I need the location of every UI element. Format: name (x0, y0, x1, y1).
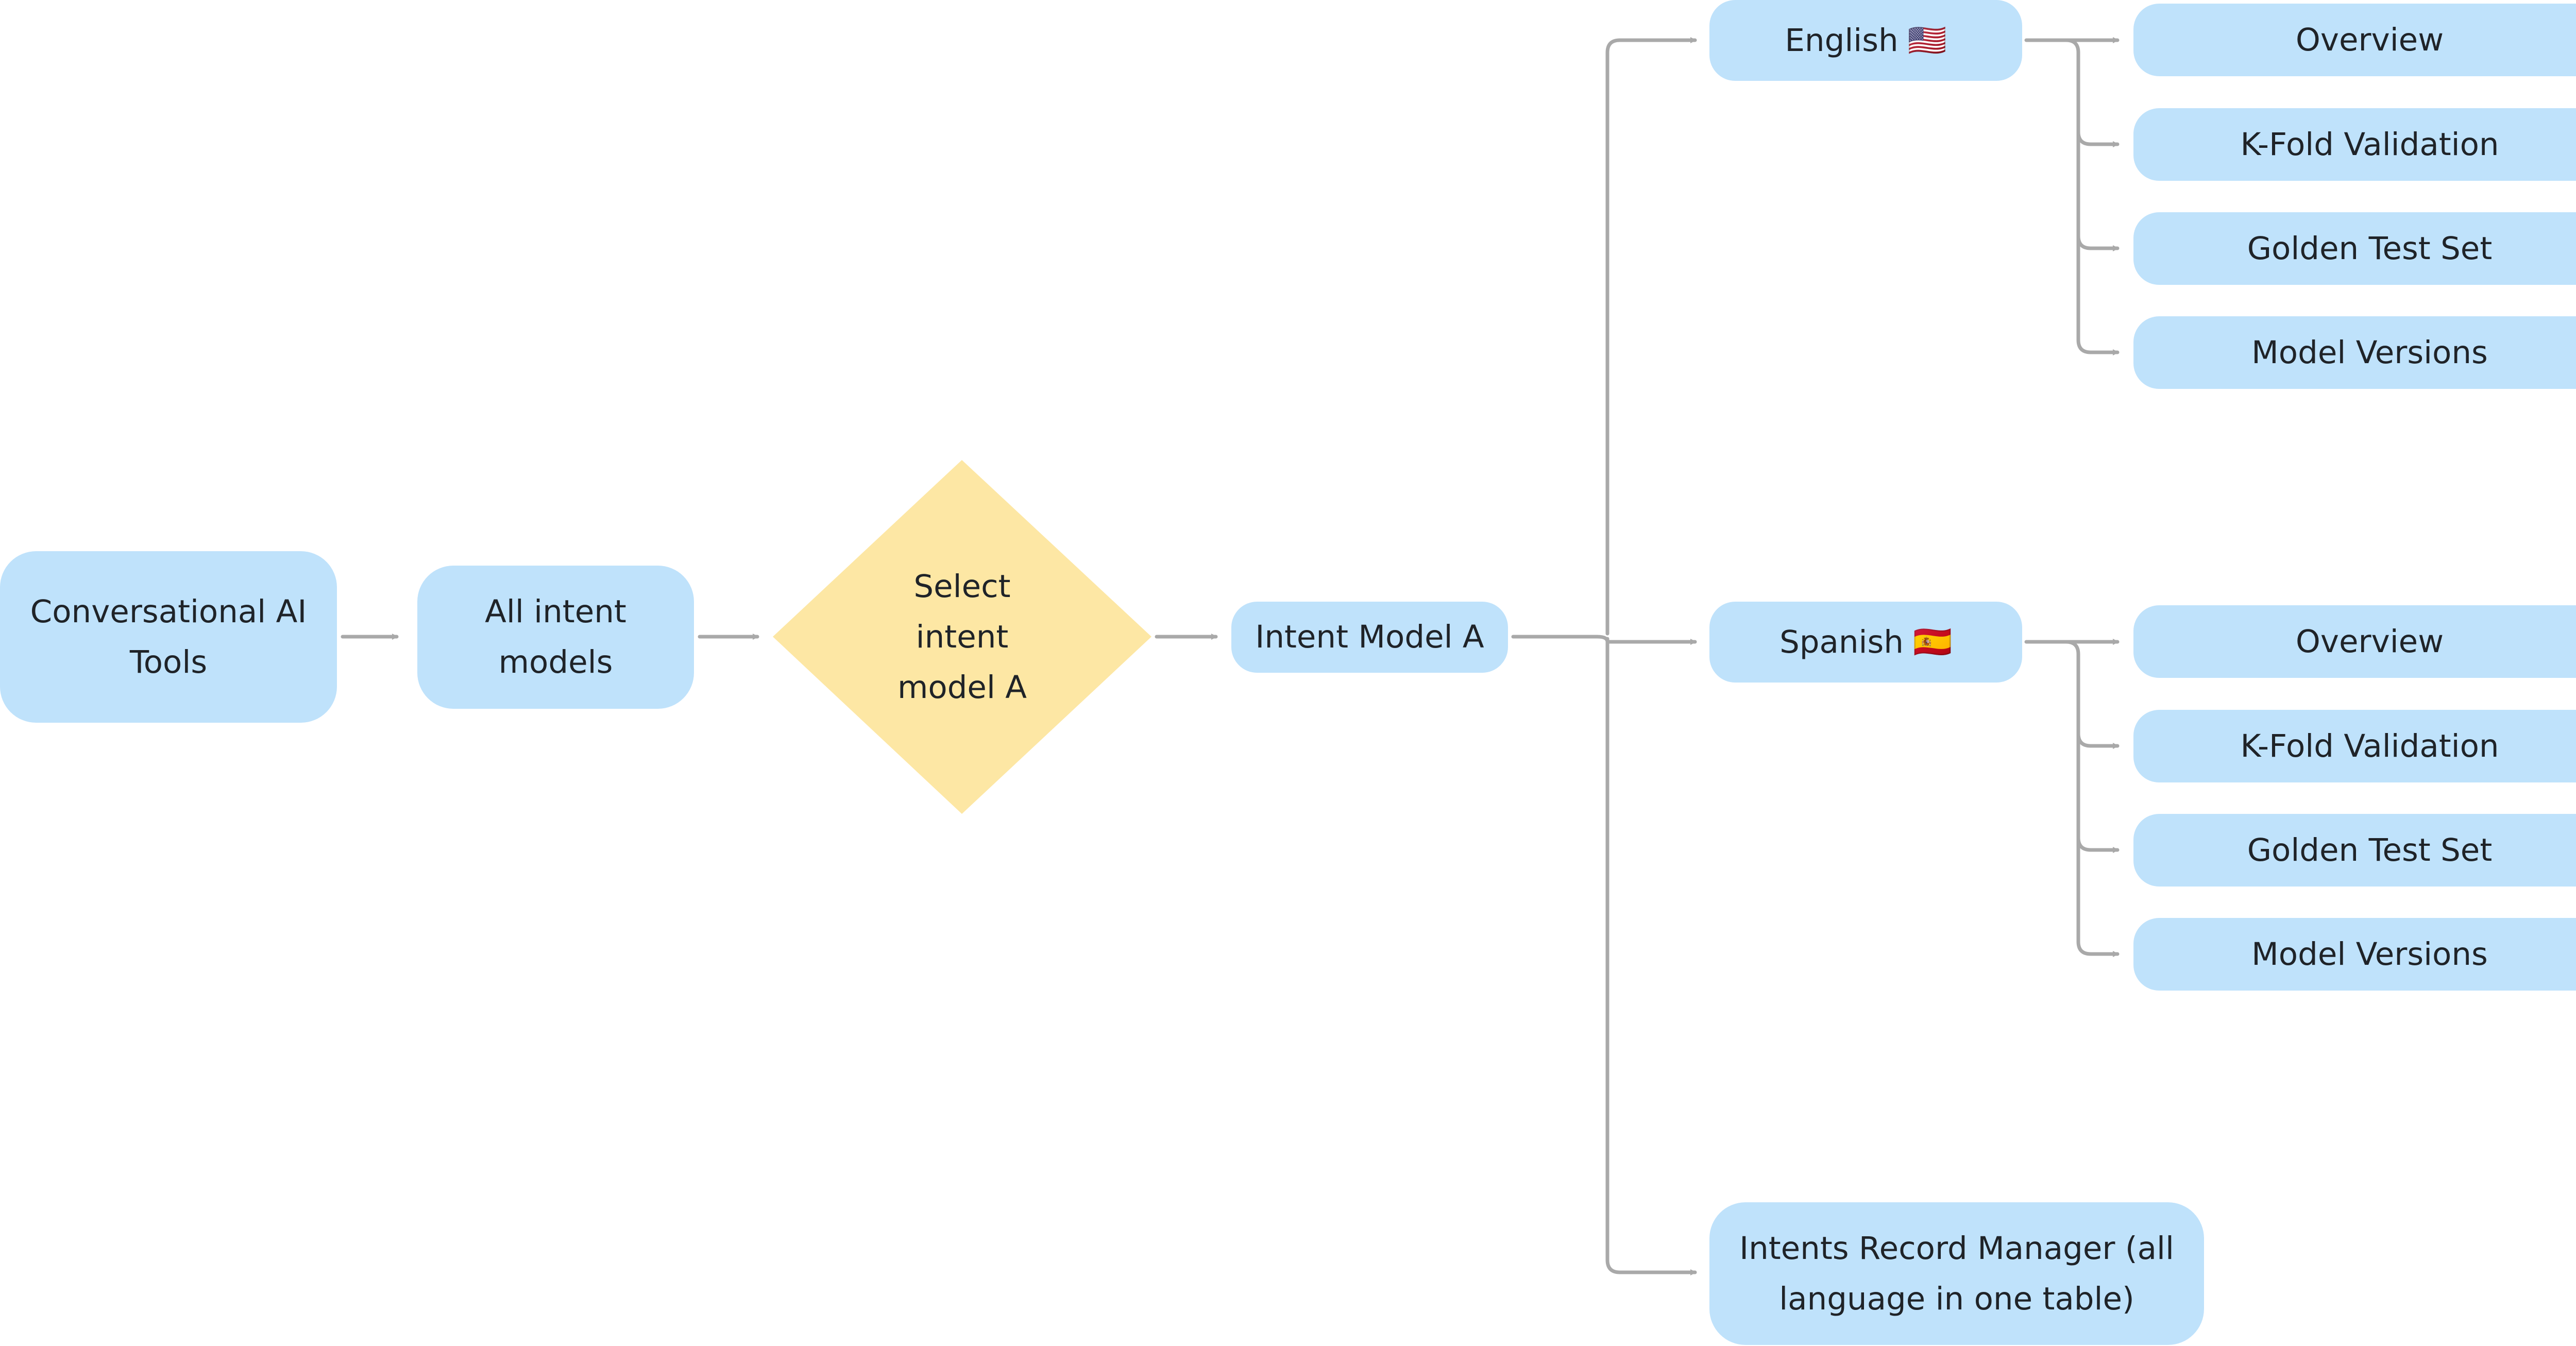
node-spanish[interactable]: Spanish 🇪🇸 (1709, 602, 2022, 683)
node-spanish-model-versions[interactable]: Model Versions (2133, 918, 2576, 991)
node-english-overview-label: Overview (2295, 21, 2444, 58)
node-spanish-kfold-label: K-Fold Validation (2240, 727, 2499, 764)
node-spanish-overview[interactable]: Overview (2133, 605, 2576, 678)
node-spanish-overview-label: Overview (2295, 623, 2444, 660)
spain-flag-icon: 🇪🇸 (1912, 623, 1952, 660)
edge-spanish-golden (2076, 836, 2120, 853)
node-intents-record-manager[interactable]: Intents Record Manager (all language in … (1709, 1202, 2204, 1345)
edge-model-a-to-record-manager (1605, 637, 1697, 1275)
edge-spanish-spine (2064, 640, 2120, 957)
node-english-model-versions[interactable]: Model Versions (2133, 316, 2576, 389)
node-english-golden-label: Golden Test Set (2247, 230, 2493, 267)
node-english-golden-test-set[interactable]: Golden Test Set (2133, 212, 2576, 285)
edge-model-a-to-spanish (1595, 635, 1697, 645)
node-english[interactable]: English 🇺🇸 (1709, 0, 2022, 81)
edge-english-golden (2076, 234, 2120, 251)
node-english-overview[interactable]: Overview (2133, 4, 2576, 76)
node-record-manager-line2: language in one table) (1779, 1280, 2134, 1317)
decision-line1: Select (913, 568, 1011, 605)
node-english-label: English (1785, 22, 1899, 59)
node-english-kfold-validation[interactable]: K-Fold Validation (2133, 108, 2576, 181)
edge-spanish-kfold (2076, 731, 2120, 749)
node-spanish-label: Spanish (1780, 623, 1904, 660)
node-all-intent-models-line2: models (498, 644, 613, 680)
node-english-versions-label: Model Versions (2251, 334, 2488, 371)
node-intent-model-a[interactable]: Intent Model A (1231, 602, 1508, 673)
edge-model-a-to-english (1605, 37, 1697, 636)
decision-line2: intent (916, 618, 1009, 655)
node-spanish-golden-label: Golden Test Set (2247, 831, 2493, 868)
node-spanish-versions-label: Model Versions (2251, 935, 2488, 973)
node-all-intent-models-line1: All intent (485, 593, 626, 630)
node-conversational-ai-tools-line1: Conversational AI (30, 593, 307, 630)
node-record-manager-line1: Intents Record Manager (all (1739, 1230, 2174, 1267)
edge-english-spine (2064, 38, 2120, 355)
node-conversational-ai-tools[interactable]: Conversational AI Tools (0, 551, 337, 723)
decision-diamond-shape (773, 460, 1151, 814)
node-intent-model-a-label: Intent Model A (1255, 619, 1484, 655)
us-flag-icon: 🇺🇸 (1907, 22, 1947, 59)
node-spanish-golden-test-set[interactable]: Golden Test Set (2133, 814, 2576, 887)
node-spanish-kfold-validation[interactable]: K-Fold Validation (2133, 710, 2576, 782)
node-english-kfold-label: K-Fold Validation (2240, 126, 2499, 163)
decision-line3: model A (897, 669, 1027, 706)
node-conversational-ai-tools-line2: Tools (129, 643, 208, 680)
edge-english-kfold (2076, 130, 2120, 147)
decision-select-intent-model[interactable]: Select intent model A (773, 460, 1151, 814)
node-all-intent-models[interactable]: All intent models (417, 566, 694, 709)
